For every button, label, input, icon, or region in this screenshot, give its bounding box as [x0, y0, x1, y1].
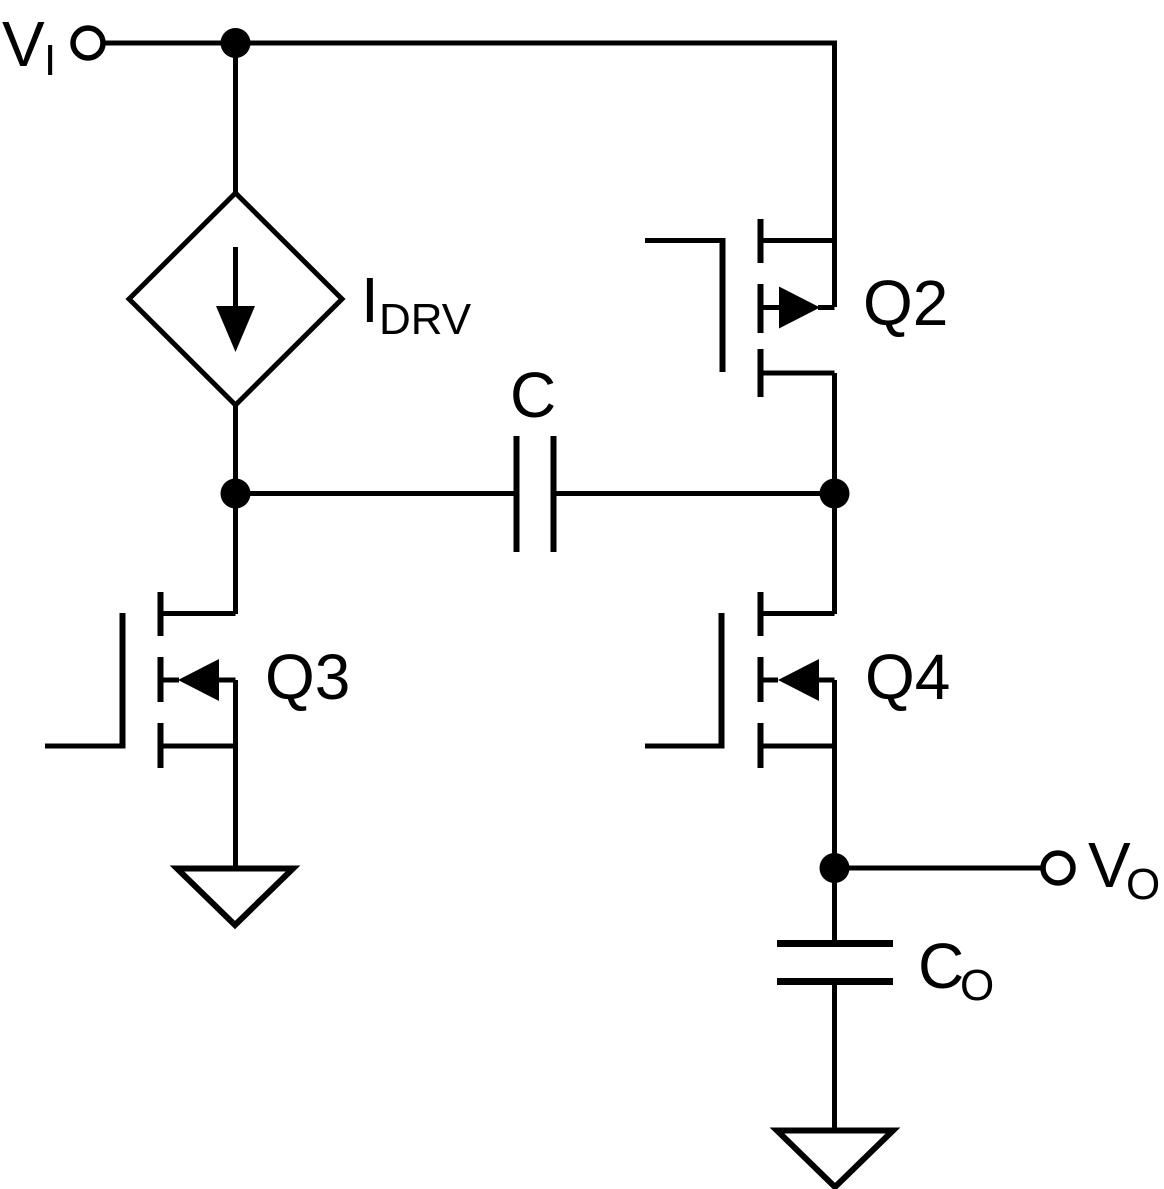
q4-body-arrow-left	[778, 659, 819, 701]
q2-label-text: Q2	[863, 267, 948, 339]
current-source-idrv: I DRV	[125, 189, 472, 409]
vo-label-main: V	[1088, 829, 1131, 901]
idrv-label-sub: DRV	[379, 295, 472, 344]
output-terminal-vo: V O	[1040, 829, 1160, 909]
cap-c-label-main: C	[510, 359, 556, 431]
cap-c-label: C	[510, 359, 556, 431]
vi-label-main: V	[2, 8, 45, 80]
cap-co-label-main: C	[918, 930, 964, 1002]
vi-label: V I	[2, 8, 56, 85]
capacitor-c: C	[510, 359, 557, 552]
idrv-arrowhead-down	[216, 306, 255, 352]
q4-label: Q4	[865, 641, 950, 713]
vi-label-sub: I	[44, 36, 56, 85]
idrv-label-main: I	[361, 264, 379, 336]
q3-label-text: Q3	[265, 641, 350, 713]
ground-symbol-q3	[169, 865, 301, 930]
wire-top-rail	[104, 40, 837, 307]
cap-co-label-sub: O	[960, 961, 994, 1010]
q2-label: Q2	[863, 267, 948, 339]
cap-co-label: C O	[918, 930, 994, 1010]
vo-label-sub: O	[1126, 860, 1160, 909]
vo-terminal-circle	[1040, 850, 1076, 886]
q3-body-arrow-left	[178, 659, 219, 701]
q4-label-text: Q4	[865, 641, 950, 713]
idrv-label: I DRV	[361, 264, 472, 344]
vi-terminal-circle	[70, 25, 106, 61]
q3-label: Q3	[265, 641, 350, 713]
q2-body-arrow-right	[779, 286, 820, 329]
input-terminal-vi: V I	[2, 8, 106, 85]
transistor-q3: Q3	[45, 592, 350, 869]
transistor-q2: Q2	[645, 219, 948, 397]
capacitor-co: C O	[777, 930, 994, 1010]
vo-label: V O	[1088, 829, 1160, 909]
transistor-q4: Q4	[645, 493, 950, 941]
ground-symbol-output	[769, 1127, 901, 1189]
